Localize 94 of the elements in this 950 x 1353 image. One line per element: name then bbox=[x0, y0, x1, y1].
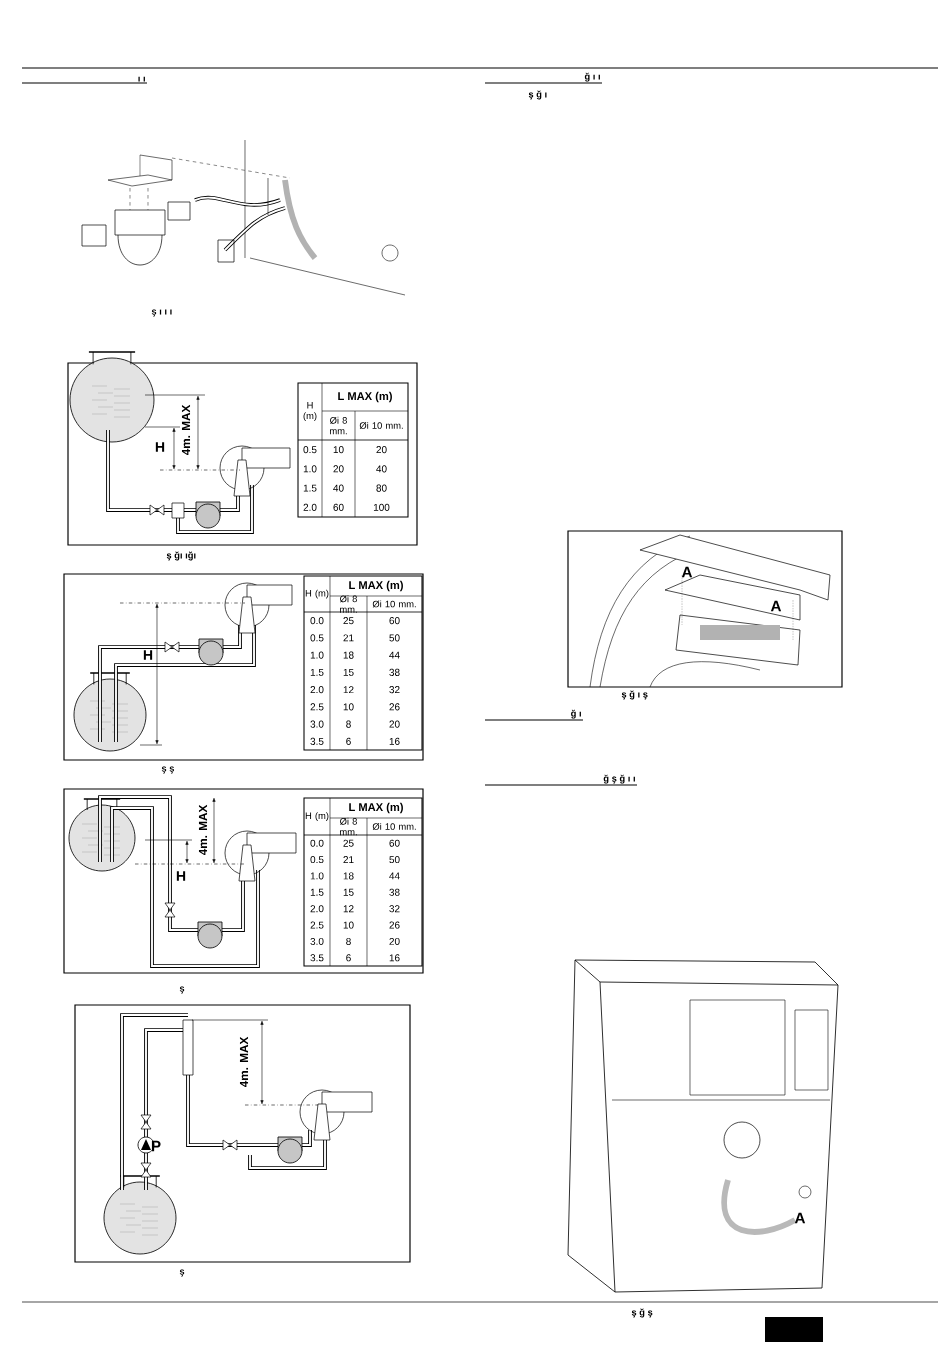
table-cell: 10 bbox=[333, 446, 344, 454]
header-cell: Øi 10 mm. bbox=[372, 823, 416, 830]
header-cell: Øi 10 mm. bbox=[359, 422, 403, 429]
table-cell: 0.5 bbox=[303, 446, 317, 454]
table-cell: 1.5 bbox=[310, 668, 324, 676]
table-cell: 10 bbox=[343, 921, 354, 929]
table-cell: 12 bbox=[343, 686, 354, 694]
caption-text: ş ğ ı ş bbox=[621, 690, 648, 700]
header-cell: H (m) bbox=[305, 589, 329, 599]
table-cell: 18 bbox=[343, 651, 354, 659]
table-cell: 3.5 bbox=[310, 954, 324, 962]
table-cell: 1.0 bbox=[310, 872, 324, 880]
header-cell: Øi 8 mm. bbox=[340, 595, 357, 613]
table-cell: 16 bbox=[389, 954, 400, 962]
table-cell: 26 bbox=[389, 921, 400, 929]
table-cell: 3.0 bbox=[310, 937, 324, 945]
table-cell: 8 bbox=[346, 937, 351, 945]
callout-letter: A bbox=[681, 566, 693, 578]
table-cell: 44 bbox=[389, 872, 400, 880]
table-cell: 6 bbox=[346, 954, 351, 962]
table-cell: 60 bbox=[333, 503, 344, 511]
table-cell: 20 bbox=[333, 465, 344, 473]
table-cell: 2.0 bbox=[303, 503, 317, 511]
caption-text: ş ş bbox=[161, 766, 175, 774]
table-cell: 38 bbox=[389, 888, 400, 896]
header-cell: Øi 10 mm. bbox=[372, 600, 416, 608]
table-cell: 0.0 bbox=[310, 839, 324, 847]
table-cell: 1.0 bbox=[303, 465, 317, 473]
table-cell: 20 bbox=[376, 446, 387, 454]
table-cell: 12 bbox=[343, 905, 354, 913]
table-cell: 2.0 bbox=[310, 905, 324, 913]
table-cell: 2.5 bbox=[310, 703, 324, 711]
dimension-label: 4m. MAX bbox=[181, 404, 191, 456]
caption-text: ş ğ ı bbox=[528, 90, 547, 100]
dimension-label: H bbox=[143, 650, 153, 660]
header-cell: L MAX (m) bbox=[349, 580, 403, 592]
table-cell: 18 bbox=[343, 872, 354, 880]
caption-text: ş ı ı ı bbox=[151, 309, 172, 317]
table-cell: 50 bbox=[389, 856, 400, 864]
dimension-label: H bbox=[176, 871, 186, 881]
header-cell: H (m) bbox=[303, 402, 317, 421]
table-cell: 0.0 bbox=[310, 617, 324, 625]
table-cell: 50 bbox=[389, 634, 400, 642]
caption-text: ş ğı ığı bbox=[166, 551, 196, 561]
table-cell: 32 bbox=[389, 905, 400, 913]
table-cell: 40 bbox=[376, 465, 387, 473]
table-cell: 60 bbox=[389, 839, 400, 847]
caption-text: ş bbox=[179, 986, 185, 994]
table-cell: 60 bbox=[389, 617, 400, 625]
table-cell: 1.5 bbox=[303, 484, 317, 492]
dimension-label: 4m. MAX bbox=[198, 804, 208, 856]
table-cell: 8 bbox=[346, 720, 351, 728]
table-cell: 20 bbox=[389, 937, 400, 945]
dimension-label: H bbox=[155, 442, 165, 452]
header-cell: Øi 8 mm. bbox=[330, 416, 347, 435]
header-cell: L MAX (m) bbox=[338, 391, 392, 403]
table-cell: 25 bbox=[343, 617, 354, 625]
table-cell: 25 bbox=[343, 839, 354, 847]
table-cell: 2.0 bbox=[310, 686, 324, 694]
table-cell: 21 bbox=[343, 634, 354, 642]
table-cell: 38 bbox=[389, 668, 400, 676]
table-cell: 26 bbox=[389, 703, 400, 711]
table-cell: 80 bbox=[376, 484, 387, 492]
table-cell: 40 bbox=[333, 484, 344, 492]
header-cell: Øi 8 mm. bbox=[340, 817, 357, 836]
table-cell: 32 bbox=[389, 686, 400, 694]
section-heading: ğ ş ğ ı ı bbox=[484, 774, 638, 786]
table-cell: 6 bbox=[346, 737, 351, 745]
dimension-label: 4m. MAX bbox=[239, 1036, 249, 1088]
table-cell: 1.0 bbox=[310, 651, 324, 659]
callout-letter: A bbox=[770, 600, 782, 612]
table-cell: 16 bbox=[389, 737, 400, 745]
section-heading: ğ ı ı bbox=[484, 72, 603, 84]
header-cell: H (m) bbox=[305, 812, 329, 821]
table-cell: 10 bbox=[343, 703, 354, 711]
table-cell: 15 bbox=[343, 668, 354, 676]
section-heading: ı ı bbox=[21, 76, 148, 84]
table-cell: 44 bbox=[389, 651, 400, 659]
header-cell: L MAX (m) bbox=[349, 802, 403, 814]
table-cell: 21 bbox=[343, 856, 354, 864]
pump-label: P bbox=[151, 1140, 161, 1152]
table-cell: 3.0 bbox=[310, 720, 324, 728]
section-heading: ğ ı bbox=[484, 709, 584, 721]
table-cell: 0.5 bbox=[310, 634, 324, 642]
caption-text: ş bbox=[179, 1269, 185, 1277]
table-cell: 2.5 bbox=[310, 921, 324, 929]
caption-text: ş ğ ş bbox=[631, 1308, 653, 1318]
table-cell: 100 bbox=[373, 503, 390, 511]
callout-letter: A bbox=[794, 1212, 806, 1224]
table-cell: 1.5 bbox=[310, 888, 324, 896]
table-cell: 20 bbox=[389, 720, 400, 728]
table-cell: 0.5 bbox=[310, 856, 324, 864]
table-cell: 3.5 bbox=[310, 737, 324, 745]
table-cell: 15 bbox=[343, 888, 354, 896]
